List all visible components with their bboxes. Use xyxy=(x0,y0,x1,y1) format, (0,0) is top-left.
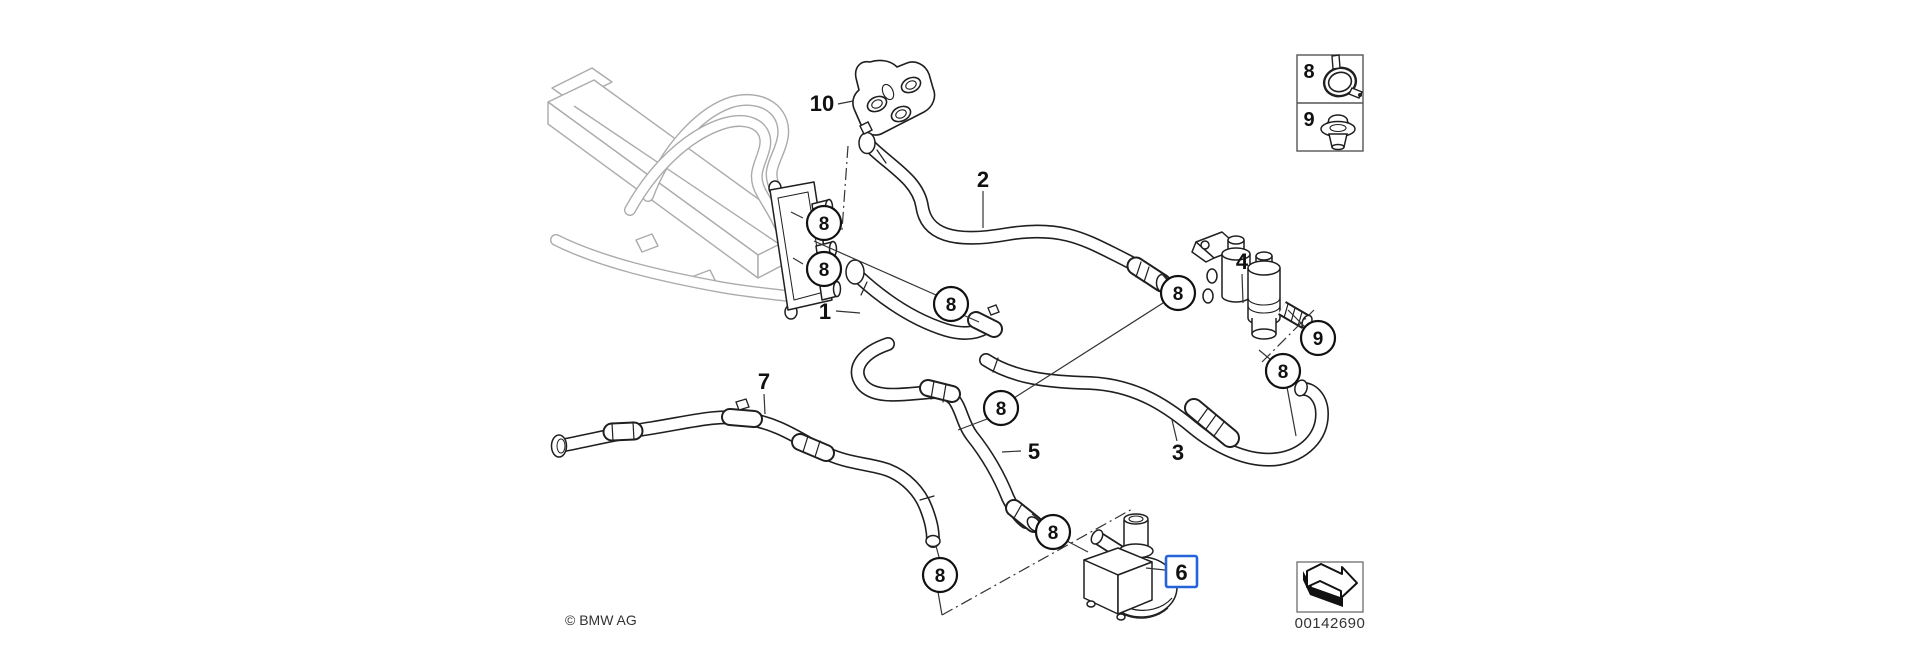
callout-9-valve-grommet[interactable]: 9 xyxy=(1299,319,1337,357)
callout-number[interactable]: 8 xyxy=(1278,362,1289,383)
callout-8-hose5[interactable]: 8 xyxy=(982,389,1020,427)
copyright-text: © BMW AG xyxy=(565,612,637,628)
callout-number[interactable]: 8 xyxy=(1173,284,1184,305)
part-label-5[interactable]: 5 xyxy=(1028,439,1040,464)
callout-number[interactable]: 9 xyxy=(1313,329,1324,350)
pump-part-6-drawing xyxy=(1083,513,1178,621)
hose-1-drawing xyxy=(845,259,1003,340)
callout-number[interactable]: 8 xyxy=(935,566,946,587)
diagram-stamp: 00142690 xyxy=(1295,561,1366,632)
part-label-6[interactable]: 6 xyxy=(1175,560,1187,585)
callout-circles: 8 8 8 8 8 8 9 8 xyxy=(805,204,1337,594)
callout-8-pump-inlet[interactable]: 8 xyxy=(1034,513,1072,551)
callout-number[interactable]: 8 xyxy=(946,295,957,316)
callout-number[interactable]: 8 xyxy=(1048,523,1059,544)
leader-lines xyxy=(763,100,1315,616)
part-label-7[interactable]: 7 xyxy=(758,369,770,394)
callout-8-valve-outlet[interactable]: 8 xyxy=(1264,352,1302,390)
callout-8-flange-upper[interactable]: 8 xyxy=(805,204,843,242)
hose-5-drawing xyxy=(850,337,1043,533)
callout-8-flange-lower[interactable]: 8 xyxy=(805,250,843,288)
diagram-number: 00142690 xyxy=(1295,615,1366,632)
legend-number-9[interactable]: 9 xyxy=(1303,109,1314,131)
callout-number[interactable]: 8 xyxy=(996,399,1007,420)
hose-7-drawing xyxy=(550,398,941,548)
grommet-icon xyxy=(1320,114,1356,151)
part-label-3[interactable]: 3 xyxy=(1172,440,1184,465)
legend-row-9[interactable]: 9 xyxy=(1303,109,1356,151)
valve-part-4-drawing xyxy=(1191,231,1313,340)
callout-number[interactable]: 8 xyxy=(819,214,830,235)
part-label-6-selected[interactable]: 6 xyxy=(1164,554,1199,589)
part-label-2[interactable]: 2 xyxy=(977,167,989,192)
hose-clamp-icon xyxy=(1322,54,1363,99)
hose-2-drawing xyxy=(858,121,1172,293)
bracket-part-10-drawing xyxy=(852,59,936,136)
page-turn-arrow-icon xyxy=(1303,563,1358,607)
callout-8-hose1[interactable]: 8 xyxy=(932,285,970,323)
selection-highlight-box xyxy=(1164,554,1199,589)
callout-8-hose7-end[interactable]: 8 xyxy=(921,556,959,594)
legend-box: 8 9 xyxy=(1296,54,1364,152)
callout-8-hose2-valve[interactable]: 8 xyxy=(1159,274,1197,312)
part-label-4[interactable]: 4 xyxy=(1236,249,1249,274)
hose-3-drawing xyxy=(979,353,1330,467)
legend-row-8[interactable]: 8 xyxy=(1303,54,1363,100)
callout-number[interactable]: 8 xyxy=(819,260,830,281)
part-label-1[interactable]: 1 xyxy=(819,299,831,324)
part-number-labels: 10 2 4 1 7 5 3 6 xyxy=(758,91,1249,589)
part-label-10[interactable]: 10 xyxy=(810,91,834,116)
legend-number-8[interactable]: 8 xyxy=(1303,61,1314,83)
